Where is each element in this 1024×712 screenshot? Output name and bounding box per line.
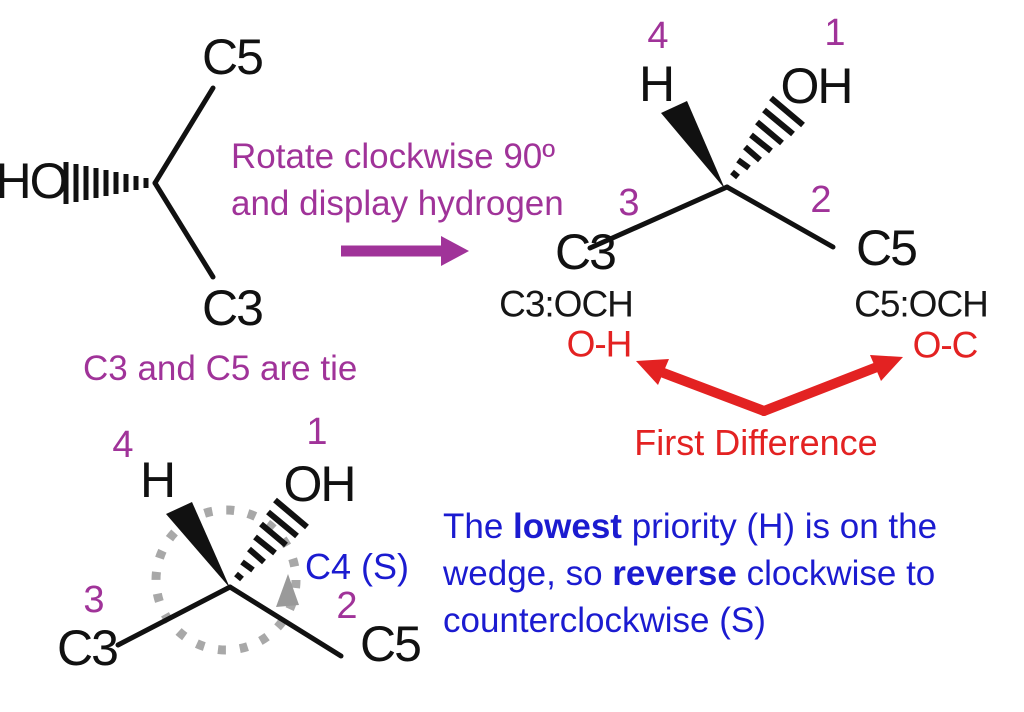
rotated-c3-label: C3: [555, 224, 617, 280]
conclusion-line2: wedge, so reverse clockwise to: [443, 550, 937, 597]
conclusion-text: The lowest priority (H) is on the wedge,…: [443, 503, 937, 644]
rotate-arrow-icon: [341, 236, 469, 266]
assign-priority-1: 1: [306, 411, 328, 453]
configuration-label: C4 (S): [304, 546, 410, 587]
conclusion-line3: counterclockwise (S): [443, 601, 766, 640]
conclusion-l1a: The: [443, 507, 514, 546]
assignment-structure-hash-wedge: [234, 497, 309, 582]
initial-left-substituent: HO: [0, 153, 69, 209]
conclusion-l2a: wedge, so: [443, 554, 613, 593]
assign-priority-4: 4: [112, 424, 134, 466]
assign-c5-label: C5: [360, 616, 422, 672]
assign-priority-2: 2: [336, 585, 358, 627]
assign-priority-3: 3: [83, 579, 105, 621]
rotated-priority-3: 3: [618, 182, 640, 224]
assign-c3-label: C3: [57, 620, 119, 676]
rotate-annotation-line1: Rotate clockwise 90º: [231, 137, 556, 176]
assignment-structure-bonds: [115, 584, 344, 659]
rotated-priority-2: 2: [810, 179, 832, 221]
initial-top-substituent: C5: [202, 29, 264, 85]
first-difference-label: First Difference: [634, 422, 878, 463]
rotated-c5-label: C5: [856, 220, 918, 276]
c3-first-atom-label: O-H: [566, 323, 633, 365]
rotate-annotation: Rotate clockwise 90º and display hydroge…: [231, 133, 564, 227]
tie-annotation: C3 and C5 are tie: [83, 349, 358, 388]
conclusion-l1c: priority (H) is on the: [621, 507, 938, 546]
rotated-structure-solid-wedge: [661, 101, 725, 189]
assignment-structure-solid-wedge: [166, 502, 230, 588]
c3-chain-label: C3:OCH: [499, 283, 634, 325]
rotation-direction-arrow-icon: [276, 574, 299, 607]
rotation-circle: [151, 505, 301, 655]
assign-oh-label: OH: [283, 456, 357, 512]
initial-bottom-substituent: C3: [202, 280, 264, 336]
c5-first-atom-label: O-C: [912, 324, 979, 366]
conclusion-l1b: lowest: [513, 507, 622, 546]
rotated-h-label: H: [638, 56, 675, 112]
initial-structure-bonds: [152, 85, 216, 280]
initial-structure-hash-wedge: [63, 162, 149, 204]
assign-h-label: H: [139, 452, 176, 508]
c5-chain-label: C5:OCH: [854, 283, 989, 325]
rotated-oh-label: OH: [780, 58, 854, 114]
conclusion-l2b: reverse: [612, 554, 737, 593]
first-difference-arrow-icon: [636, 355, 903, 416]
rotated-structure-bonds: [587, 184, 836, 251]
rotated-structure-hash-wedge: [730, 95, 805, 180]
rotate-annotation-line2: and display hydrogen: [231, 184, 564, 223]
conclusion-l2c: clockwise to: [736, 554, 936, 593]
rotated-priority-4: 4: [647, 15, 669, 57]
rotated-priority-1: 1: [824, 12, 846, 54]
conclusion-line1: The lowest priority (H) is on the: [443, 503, 937, 550]
